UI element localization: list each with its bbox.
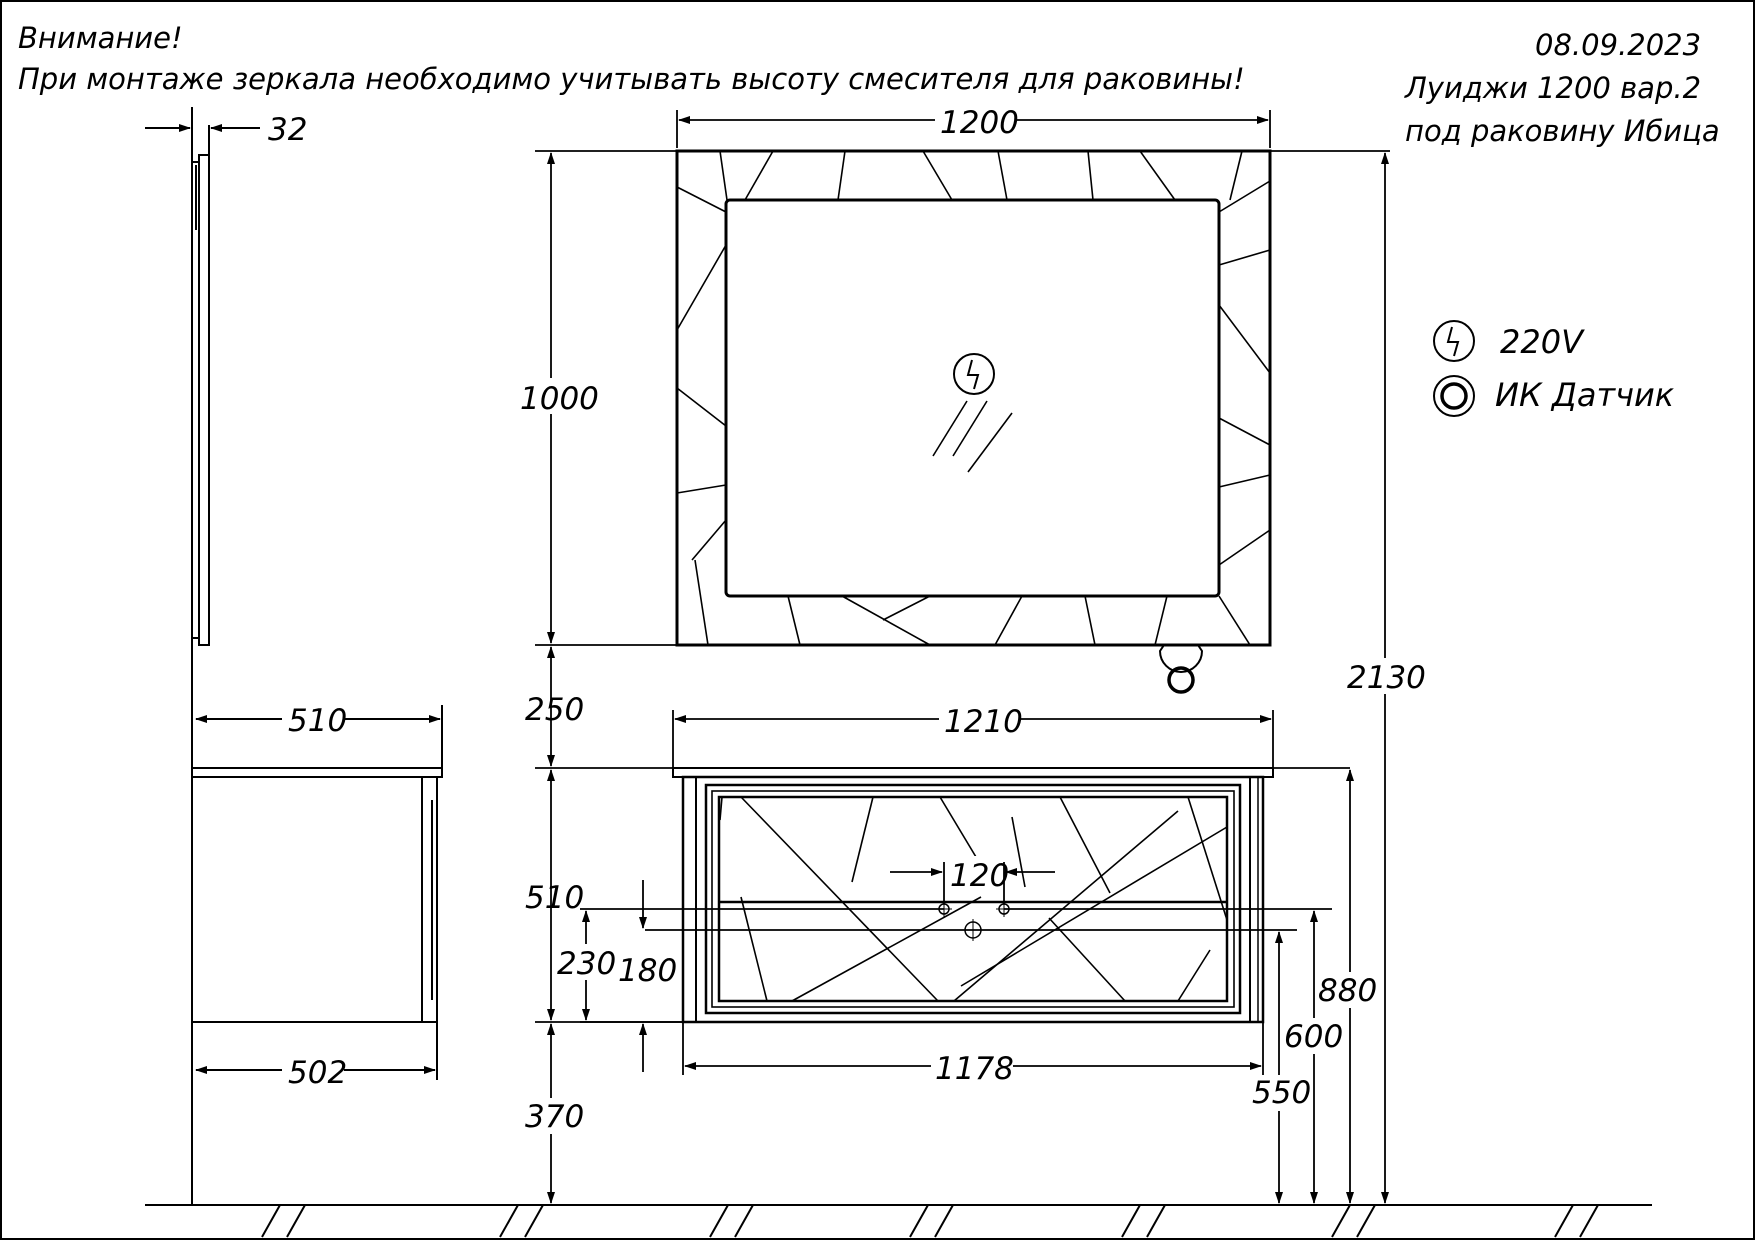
legend-sensor-label: ИК Датчик (1495, 376, 1675, 414)
side-dimension-labels: 32 510 502 (262, 112, 347, 1091)
legend-sensor: ИК Датчик (1433, 375, 1675, 417)
side-view (145, 107, 443, 1205)
drawing-date: 08.09.2023 (1535, 28, 1701, 62)
front-dimension-lines (535, 110, 1390, 1204)
sensor-icon (1433, 375, 1475, 417)
dim-top-width: 1210 (944, 704, 1023, 740)
product-name: Луиджи 1200 вар.2 (1404, 71, 1701, 105)
product-variant: под раковину Ибица (1405, 114, 1720, 148)
dim-tap-zone: 180 (618, 953, 677, 989)
dim-cabinet-elevation: 370 (525, 1099, 584, 1135)
mirror-power-icon (953, 353, 995, 395)
warning-text: При монтаже зеркала необходимо учитывать… (18, 62, 1245, 96)
dim-mirror-width: 1200 (940, 105, 1019, 141)
dim-tap-height: 600 (1284, 1019, 1343, 1055)
cabinet-door-pattern (719, 796, 1228, 1002)
countertop (672, 767, 1274, 778)
cabinet-body (681, 775, 1265, 1024)
dim-drain-zone: 230 (557, 946, 616, 982)
dim-gap-mirror-cabinet: 250 (525, 692, 584, 728)
power-icon (1433, 320, 1475, 362)
mirror-profile (198, 154, 210, 646)
legend-power-label: 220V (1500, 323, 1585, 361)
dim-cabinet-top-height: 880 (1318, 973, 1377, 1009)
cabinet-door-frame (704, 783, 1242, 1015)
ir-sensor-icon (1158, 644, 1204, 673)
cabinet-side-profile (191, 776, 438, 1023)
dim-tap-spacing: 120 (950, 858, 1009, 894)
dim-drain-height: 550 (1252, 1075, 1311, 1111)
legend-power: 220V (1433, 320, 1585, 362)
cabinet-door-panel (717, 795, 1229, 1003)
front-dimension-labels: 1200 1000 250 2130 1210 510 120 230 180 … (517, 103, 1426, 1135)
dim-body-width: 1178 (935, 1051, 1014, 1087)
mirror-front-view (675, 149, 1272, 694)
dim-cabinet-height: 510 (525, 880, 584, 916)
dim-body-depth: 502 (288, 1055, 347, 1091)
dim-mirror-depth: 32 (268, 112, 307, 148)
warning-title: Внимание! (18, 21, 183, 55)
mirror-outer-frame (675, 149, 1272, 647)
dim-total-height: 2130 (1347, 660, 1426, 696)
floor (145, 1204, 1652, 1238)
mirror-frame-pattern (676, 150, 1271, 646)
cabinet-front-view (672, 767, 1274, 1024)
dim-mirror-height: 1000 (520, 381, 599, 417)
dim-top-depth: 510 (288, 703, 347, 739)
mirror-glass (724, 198, 1221, 598)
